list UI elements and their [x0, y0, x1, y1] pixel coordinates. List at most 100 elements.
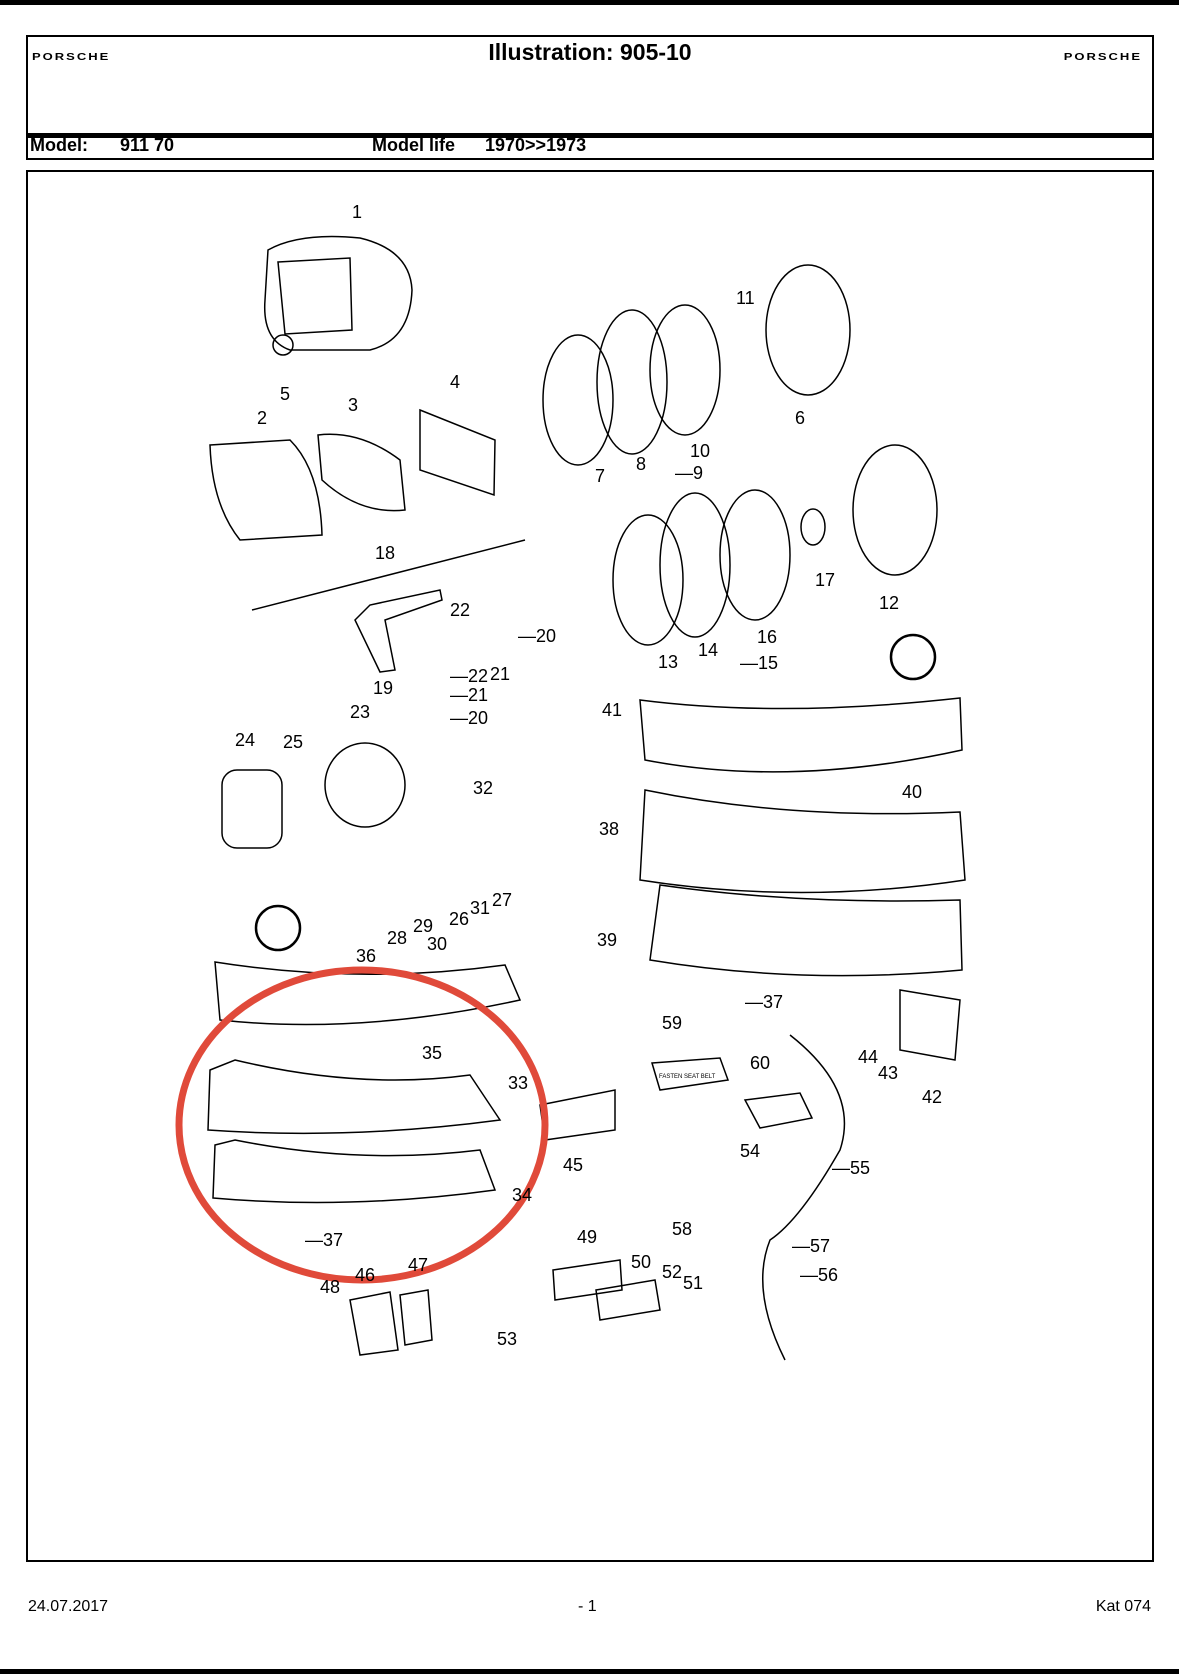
illustration-frame: [26, 170, 1154, 1562]
part-label: 18: [375, 543, 395, 563]
part-label: —20: [450, 708, 488, 728]
part-label: 1: [352, 202, 362, 222]
reference-marker-right: [889, 633, 937, 681]
ring-7: [542, 334, 614, 466]
part-label: 7: [595, 466, 605, 486]
model-value: 911 70: [120, 135, 175, 155]
part-label: 6: [795, 408, 805, 428]
highlight-circle: [175, 966, 549, 1284]
seal-16: [719, 489, 791, 621]
part-label: 12: [879, 593, 899, 613]
lens-3: [317, 433, 406, 512]
part-label: 2: [257, 408, 267, 428]
part-label: 52: [662, 1262, 682, 1282]
part-label: 33: [508, 1073, 528, 1093]
seal-10: [649, 304, 721, 436]
part-label: —37: [745, 992, 783, 1012]
seal-41: [639, 697, 963, 773]
porsche-logo-left: PORSCHE: [32, 50, 111, 63]
part-label: 3: [348, 395, 358, 415]
part-label: 36: [356, 946, 376, 966]
part-label: 58: [672, 1219, 692, 1239]
part-label: 25: [283, 732, 303, 752]
porsche-logo-right: PORSCHE: [1063, 50, 1142, 63]
headlight-lens: [277, 257, 353, 335]
warning-light-text: FASTEN SEAT BELT: [659, 1074, 716, 1080]
lamp-12: [852, 444, 938, 576]
part-label: 28: [387, 928, 407, 948]
gasket-47: [399, 1289, 433, 1346]
part-label: —37: [305, 1230, 343, 1250]
bracket-line-18: [251, 539, 526, 611]
part-label: —56: [800, 1265, 838, 1285]
model-row: Model: 911 70 Model life 1970>>1973: [26, 134, 1154, 160]
part-label: 11: [736, 288, 755, 308]
part-label: 31: [470, 898, 490, 918]
part-label: 42: [922, 1087, 942, 1107]
part-label: 35: [422, 1043, 442, 1063]
part-drawings: [207, 235, 966, 1361]
cable-55: [762, 1034, 846, 1361]
part-label: 22: [450, 600, 470, 620]
lamp-6: [765, 264, 851, 396]
lens-8: [596, 309, 668, 455]
part-label: —21: [450, 685, 488, 705]
part-label: 8: [636, 454, 646, 474]
footer-date: 24.07.2017: [28, 1598, 109, 1615]
part-label: 59: [662, 1013, 682, 1033]
model-life-label: Model life: [372, 135, 456, 155]
top-border: [0, 0, 1179, 5]
part-label: 29: [413, 916, 433, 936]
part-label: 27: [492, 890, 512, 910]
part-label: 60: [750, 1053, 770, 1073]
part-label: 24: [235, 730, 255, 750]
part-label: 4: [450, 372, 460, 392]
indicator-lens-33: [207, 1059, 502, 1135]
part-label: 41: [602, 700, 622, 720]
part-label: 49: [577, 1227, 597, 1247]
bottom-border: [0, 1669, 1179, 1674]
side-marker-45: [539, 1089, 616, 1141]
part-label: —57: [792, 1236, 830, 1256]
gasket-4: [419, 408, 496, 497]
footer-catalog: Kat 074: [1095, 1598, 1151, 1615]
model-life-value: 1970>>1973: [485, 135, 587, 155]
part-label: 13: [658, 652, 678, 672]
part-label: 16: [757, 627, 777, 647]
lamp-42: [899, 989, 961, 1061]
part-number-labels: 1 5 2 3 4 11 6 7 8 —9 10 18 22 —20 —22 2…: [235, 202, 942, 1349]
footer-page-number: - 1: [578, 1598, 597, 1615]
part-label: 48: [320, 1277, 340, 1297]
part-label: —55: [832, 1158, 870, 1178]
part-label: —20: [518, 626, 556, 646]
headlight-housing: [263, 235, 413, 351]
bulb-5: [272, 334, 294, 356]
part-label: —22: [450, 666, 488, 686]
switch-60: [743, 1092, 814, 1129]
part-label: 51: [683, 1273, 703, 1293]
part-label: —15: [740, 653, 778, 673]
part-label: 40: [902, 782, 922, 802]
lens-14: [659, 492, 731, 638]
part-label: 45: [563, 1155, 583, 1175]
part-label: 17: [815, 570, 835, 590]
bulb-17: [800, 508, 826, 546]
part-label: 47: [408, 1255, 428, 1275]
header-box: PORSCHE Illustration: 905-10 PORSCHE: [26, 35, 1154, 138]
part-label: 19: [373, 678, 393, 698]
model-label: Model:: [30, 135, 88, 155]
part-label: 44: [858, 1047, 878, 1067]
part-label: 14: [698, 640, 718, 660]
part-label: 30: [427, 934, 447, 954]
part-label: 5: [280, 384, 290, 404]
page-title: Illustration: 905-10: [488, 39, 692, 65]
part-label: —9: [675, 463, 703, 483]
part-label: 39: [597, 930, 617, 950]
part-label: 10: [690, 441, 710, 461]
bracket-46: [349, 1291, 399, 1356]
warning-light-59: [651, 1057, 730, 1091]
part-label: 26: [449, 909, 469, 929]
part-label: 32: [473, 778, 493, 798]
part-label: 34: [512, 1185, 532, 1205]
